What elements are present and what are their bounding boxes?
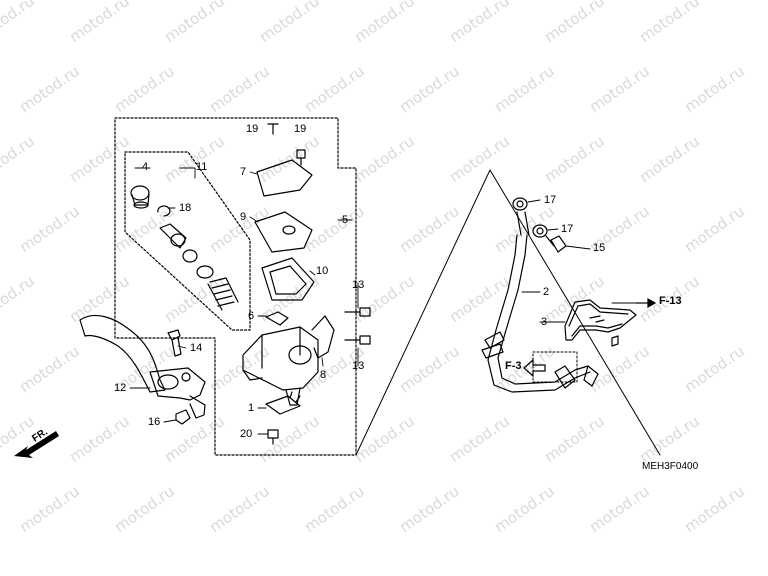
switch-screw-part (267, 429, 279, 445)
oil-bolt-part (545, 235, 567, 253)
callout-2: 2 (543, 286, 550, 298)
piston-part (159, 223, 214, 279)
callout-8: 8 (320, 369, 327, 381)
callout-7: 7 (240, 166, 247, 178)
assembly-outline (114, 117, 357, 456)
piston-kit-outline (124, 151, 251, 331)
callout-11: 11 (196, 161, 208, 173)
callout-9: 9 (240, 211, 247, 223)
callout-17-lower: 17 (561, 223, 574, 235)
callout-13-upper: 13 (352, 279, 365, 291)
callout-10: 10 (316, 265, 329, 277)
callout-6: 6 (248, 310, 255, 322)
callout-18: 18 (179, 202, 192, 214)
leader-lines (129, 167, 637, 435)
bracket-part (311, 315, 335, 359)
callout-3: 3 (541, 316, 548, 328)
pivot-bolt-part (167, 329, 182, 357)
callout-14: 14 (190, 342, 203, 354)
ref-f13: F-13 (659, 295, 682, 307)
reference-box (532, 351, 578, 383)
pivot-nut-part (175, 409, 191, 425)
callout-16: 16 (148, 416, 161, 428)
front-arrow-icon (14, 431, 59, 458)
f13-arrow-icon (636, 297, 657, 309)
brake-pipe-part (564, 299, 637, 347)
callout-13-lower: 13 (352, 360, 365, 372)
callout-1: 1 (248, 402, 255, 414)
reference-line (355, 169, 661, 456)
brake-lever-part (79, 315, 206, 419)
cover-screw-part (267, 123, 306, 166)
spring-part (207, 277, 239, 311)
callout-5: 5 (342, 214, 349, 226)
brake-hose-part (481, 211, 599, 393)
callout-17-upper: 17 (544, 194, 557, 206)
callout-4: 4 (142, 161, 149, 173)
circlip-part (157, 205, 171, 217)
callout-19-right: 19 (294, 123, 307, 135)
master-cylinder-part (242, 326, 319, 406)
diaphragm-part (261, 257, 315, 301)
callout-20: 20 (240, 428, 253, 440)
diagram-code: MEH3F0400 (642, 461, 699, 472)
ref-f3: F-3 (505, 360, 522, 372)
callout-12: 12 (114, 382, 127, 394)
callout-15: 15 (593, 242, 606, 254)
holder-bolt-part (344, 307, 371, 345)
callout-19-left: 19 (246, 123, 259, 135)
f3-arrow-icon (523, 358, 546, 378)
stop-switch-part (265, 391, 301, 415)
reservoir-cover-part (256, 159, 313, 197)
sealing-washer-part (512, 197, 548, 238)
float-part (265, 311, 289, 326)
diaphragm-plate-part (254, 211, 313, 253)
dust-boot-part (130, 185, 150, 209)
